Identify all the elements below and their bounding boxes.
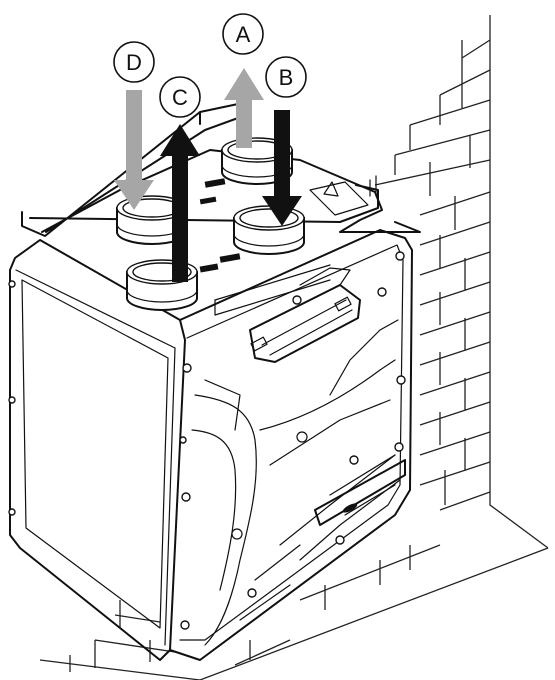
top-surface xyxy=(41,149,421,233)
callout-d: D xyxy=(113,41,155,83)
front-panel-frame xyxy=(9,239,186,661)
filter-door xyxy=(21,279,169,629)
top-mounting-rail xyxy=(21,103,239,237)
top-vents xyxy=(199,178,241,273)
arrow-d-gray-down xyxy=(114,90,154,210)
warning-label xyxy=(309,181,369,216)
callout-a-label: A xyxy=(236,22,251,47)
screws xyxy=(8,251,406,630)
arrow-c-black-up xyxy=(160,124,200,282)
callout-c: C xyxy=(159,76,201,118)
side-casing xyxy=(169,229,413,661)
control-panel xyxy=(314,454,406,526)
duct-spigot-b xyxy=(233,205,305,255)
brick-wall xyxy=(39,15,549,680)
callout-d-label: D xyxy=(126,50,142,75)
callout-b-label: B xyxy=(279,65,294,90)
airflow-arrows xyxy=(114,68,302,282)
callout-b: B xyxy=(265,56,307,98)
arrow-b-black-down xyxy=(262,110,302,226)
callout-a: A xyxy=(222,13,264,55)
callout-c-label: C xyxy=(172,85,188,110)
arrow-a-gray-up xyxy=(224,68,264,148)
carry-handle xyxy=(214,264,361,363)
callouts: A B C D xyxy=(113,13,307,118)
